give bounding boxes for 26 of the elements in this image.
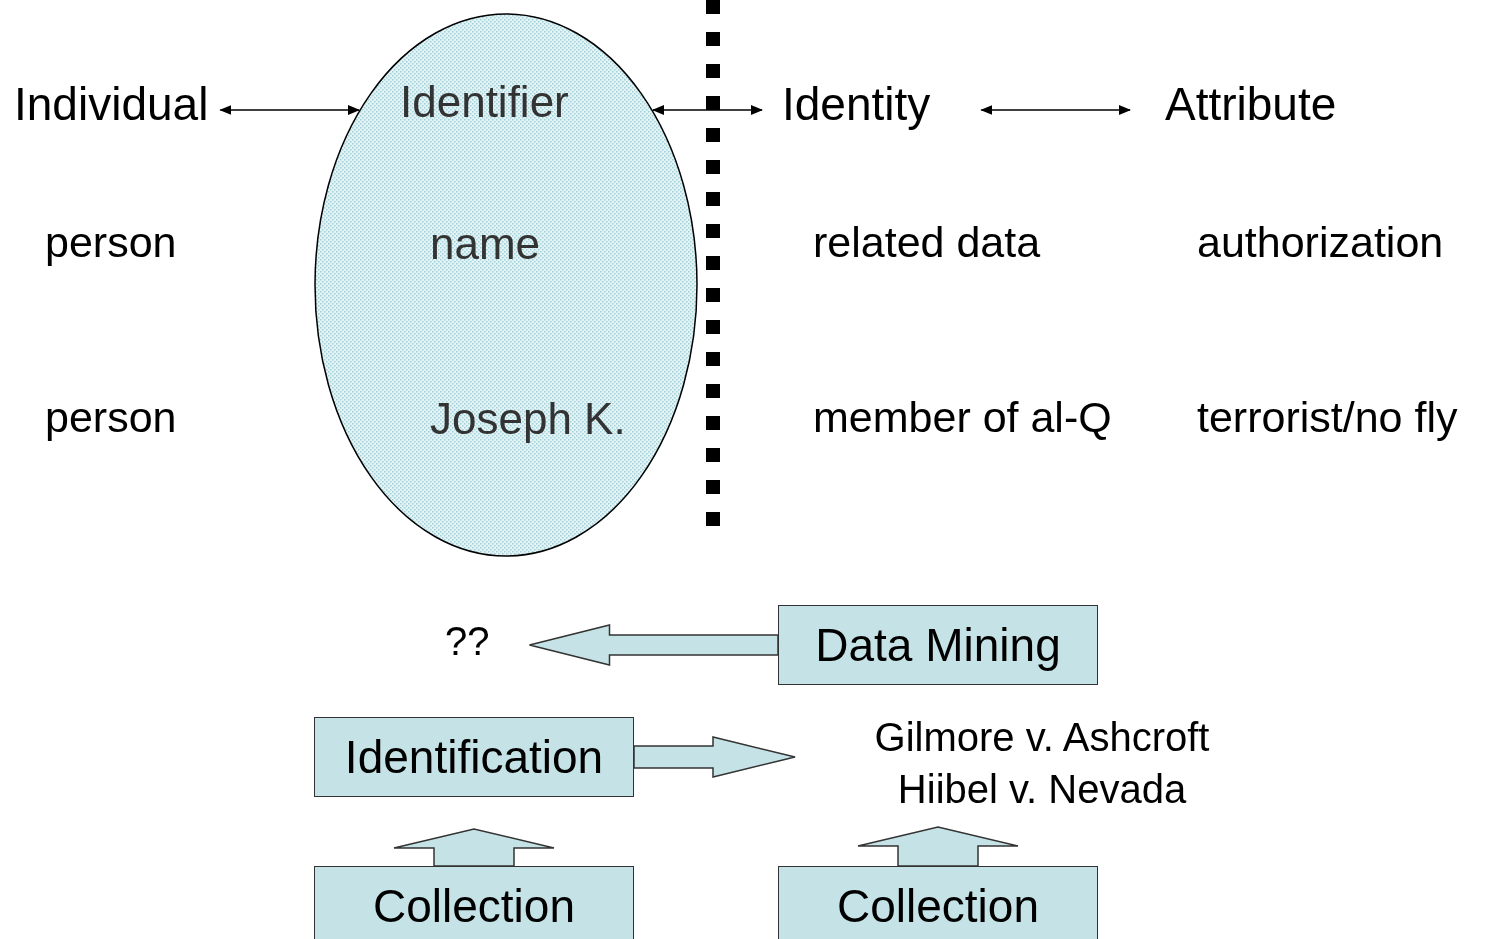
ellipse-heading: Identifier	[400, 77, 569, 128]
concept-label: Attribute	[1165, 78, 1337, 131]
example-label: related data	[813, 218, 1041, 268]
process-box: Collection	[778, 866, 1098, 939]
double-arrow	[980, 105, 1131, 115]
example-label: member of al-Q	[813, 393, 1112, 443]
concept-label: ??	[445, 618, 490, 664]
double-arrow	[652, 105, 763, 115]
ellipse-text: name	[430, 219, 541, 270]
block-arrow	[633, 736, 796, 778]
block-arrow	[857, 826, 1019, 867]
example-label: authorization	[1197, 218, 1444, 268]
example-label: person	[45, 218, 177, 268]
concept-label: Individual	[14, 78, 209, 131]
process-box: Data Mining	[778, 605, 1098, 685]
example-label: terrorist/no fly	[1197, 393, 1458, 443]
case-name: Gilmore v. Ashcroft	[873, 714, 1211, 761]
process-box: Identification	[314, 717, 634, 797]
double-arrow	[219, 105, 360, 115]
example-label: person	[45, 393, 177, 443]
process-box: Collection	[314, 866, 634, 939]
ellipse-text: Joseph K.	[430, 394, 626, 445]
block-arrow	[393, 828, 555, 867]
concept-label: Identity	[782, 78, 931, 131]
block-arrow	[528, 624, 779, 666]
case-name: Hiibel v. Nevada	[896, 766, 1188, 813]
